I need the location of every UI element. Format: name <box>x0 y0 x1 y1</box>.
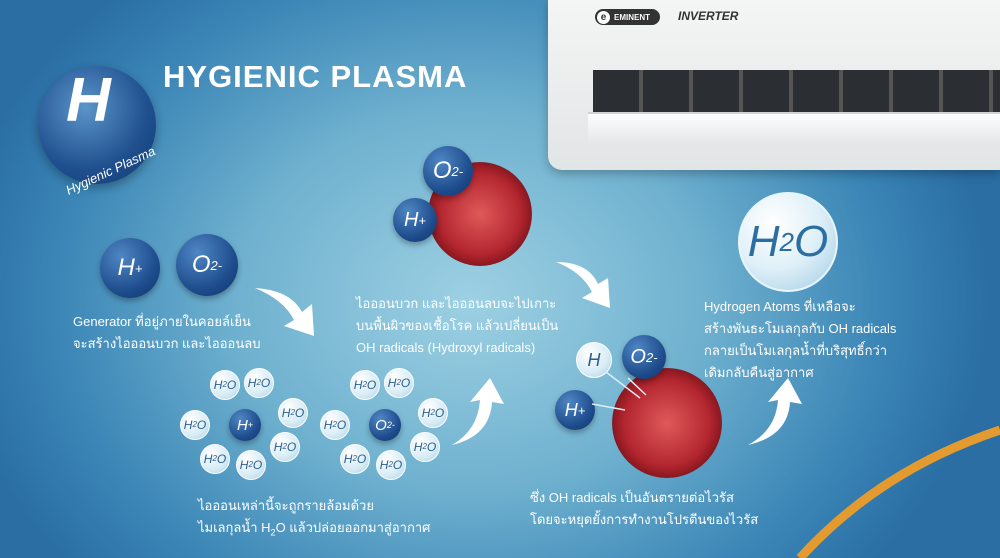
orange-swoosh-path <box>796 425 1000 558</box>
step4-text: ซึ่ง OH radicals เป็นอันตรายต่อไวรัสโดยจ… <box>530 490 759 527</box>
arrow-icon <box>255 288 314 336</box>
ac-flap <box>588 112 1000 142</box>
arrow-icon <box>556 262 610 308</box>
step3-text: ไอออนบวก และไอออนลบจะไปเกาะบนพื้นผิวของเ… <box>356 296 559 355</box>
positive-ion-icon: H+ <box>229 409 261 441</box>
page-title: HYGIENIC PLASMA <box>163 59 468 94</box>
brand-logo: e EMINENT <box>595 9 660 25</box>
step1-text: Generator ที่อยู่ภายในคอยล์เย็นจะสร้างไอ… <box>73 314 261 351</box>
logo-letter: H <box>66 66 111 135</box>
step5-text: Hydrogen Atoms ที่เหลือจะสร้างพันธะโมเลก… <box>704 299 897 380</box>
air-conditioner-image: e EMINENT INVERTER <box>548 0 1000 170</box>
brand-mark: e <box>597 10 610 24</box>
arrow-icon <box>748 378 802 445</box>
positive-ion-icon: H+ <box>393 198 437 242</box>
arrow-icon <box>452 378 504 445</box>
brand-name: EMINENT <box>614 12 650 22</box>
virus-icon <box>612 368 722 478</box>
series-label: INVERTER <box>678 9 739 23</box>
positive-ion-icon: H+ <box>100 238 160 298</box>
positive-ion-icon: H+ <box>555 390 595 430</box>
step2-text: ไอออนเหล่านี้จะถูกรายล้อมด้วย ไมเลกุลน้ำ… <box>198 498 431 538</box>
hygienic-plasma-logo: H Hygienic Plasma <box>38 66 157 198</box>
ac-vent <box>593 70 1000 112</box>
